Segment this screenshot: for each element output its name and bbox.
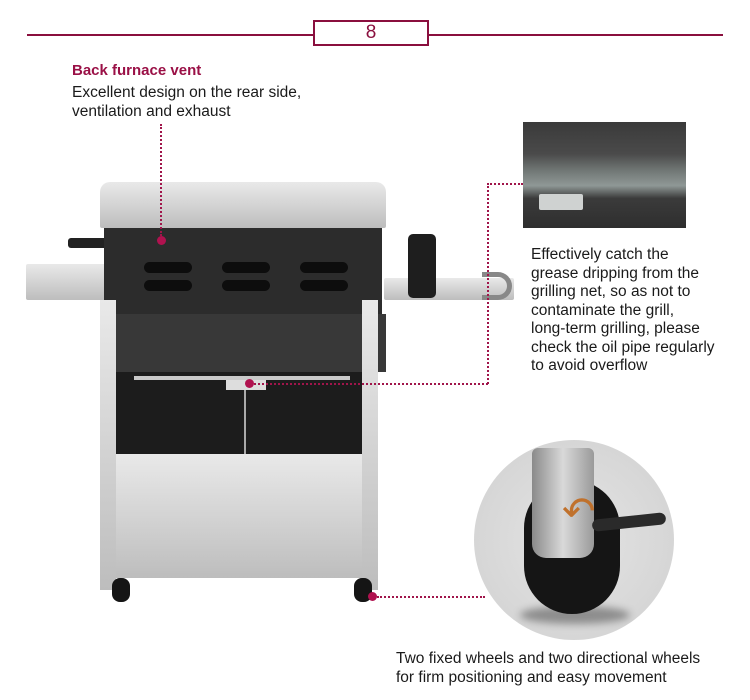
vent-slot: [222, 262, 270, 273]
vent-slot: [144, 262, 192, 273]
grill-image: [26, 180, 526, 610]
wheels-callout-text: Two fixed wheels and two directional whe…: [396, 650, 700, 687]
grease-leader-line-h2: [487, 183, 523, 185]
grease-text-line: Effectively catch the: [531, 246, 669, 263]
vent-callout-text: Excellent design on the rear side, venti…: [72, 84, 301, 121]
caster-wheel-right: [354, 578, 372, 602]
grease-text-line: check the oil pipe regularly: [531, 338, 715, 356]
cart-leg-right: [362, 300, 378, 590]
header-rule-right: [428, 34, 723, 36]
left-handle: [68, 238, 108, 248]
wheel-leader-line: [377, 596, 485, 598]
vent-leader-line: [160, 124, 162, 236]
grill-lid: [100, 182, 386, 228]
vent-text-line: Excellent design on the rear side,: [72, 84, 302, 101]
vent-slot: [222, 280, 270, 291]
vent-marker: [157, 236, 166, 245]
cart-leg-left: [100, 300, 116, 590]
shelf-handle: [482, 272, 512, 300]
grease-tray-inset-photo: [523, 122, 686, 228]
grease-marker: [245, 379, 254, 388]
firebox: [100, 314, 386, 372]
grease-text-line: grilling net, so as not to: [531, 283, 691, 300]
caster-bracket: [532, 448, 594, 558]
grease-text-line: contaminate the grill,: [531, 301, 675, 319]
cabinet-divider: [244, 390, 246, 454]
rotisserie-motor: [408, 234, 436, 298]
wheel-inset-photo: ↶: [474, 440, 674, 640]
header-rule-left: [27, 34, 314, 36]
grease-tray: [134, 376, 350, 380]
left-side-shelf: [26, 264, 112, 300]
grease-leader-line-v: [487, 183, 489, 384]
grease-text-line: grease dripping from the: [531, 264, 700, 282]
grease-text-line: to avoid overflow: [531, 357, 648, 374]
grease-callout-text: Effectively catch the grease dripping fr…: [531, 246, 715, 376]
vent-slot: [144, 280, 192, 291]
vent-text-line: ventilation and exhaust: [72, 102, 231, 120]
grease-tray-handle: [539, 194, 583, 210]
wheels-text-line: for firm positioning and easy movement: [396, 668, 667, 686]
vent-slot: [300, 262, 348, 273]
lock-direction-arrow-icon: ↶: [562, 490, 596, 534]
wheel-marker: [368, 592, 377, 601]
caster-wheel-left: [112, 578, 130, 602]
cabinet-lower-panel: [116, 454, 362, 578]
vent-callout-title: Back furnace vent: [72, 62, 202, 79]
vent-slot: [300, 280, 348, 291]
caster-shadow: [520, 606, 630, 624]
page-number-badge: 8: [313, 20, 429, 46]
grease-leader-line-h1: [254, 383, 488, 385]
grease-text-line: long-term grilling, please: [531, 320, 700, 337]
page-number: 8: [365, 22, 377, 43]
wheels-text-line: Two fixed wheels and two directional whe…: [396, 650, 701, 667]
